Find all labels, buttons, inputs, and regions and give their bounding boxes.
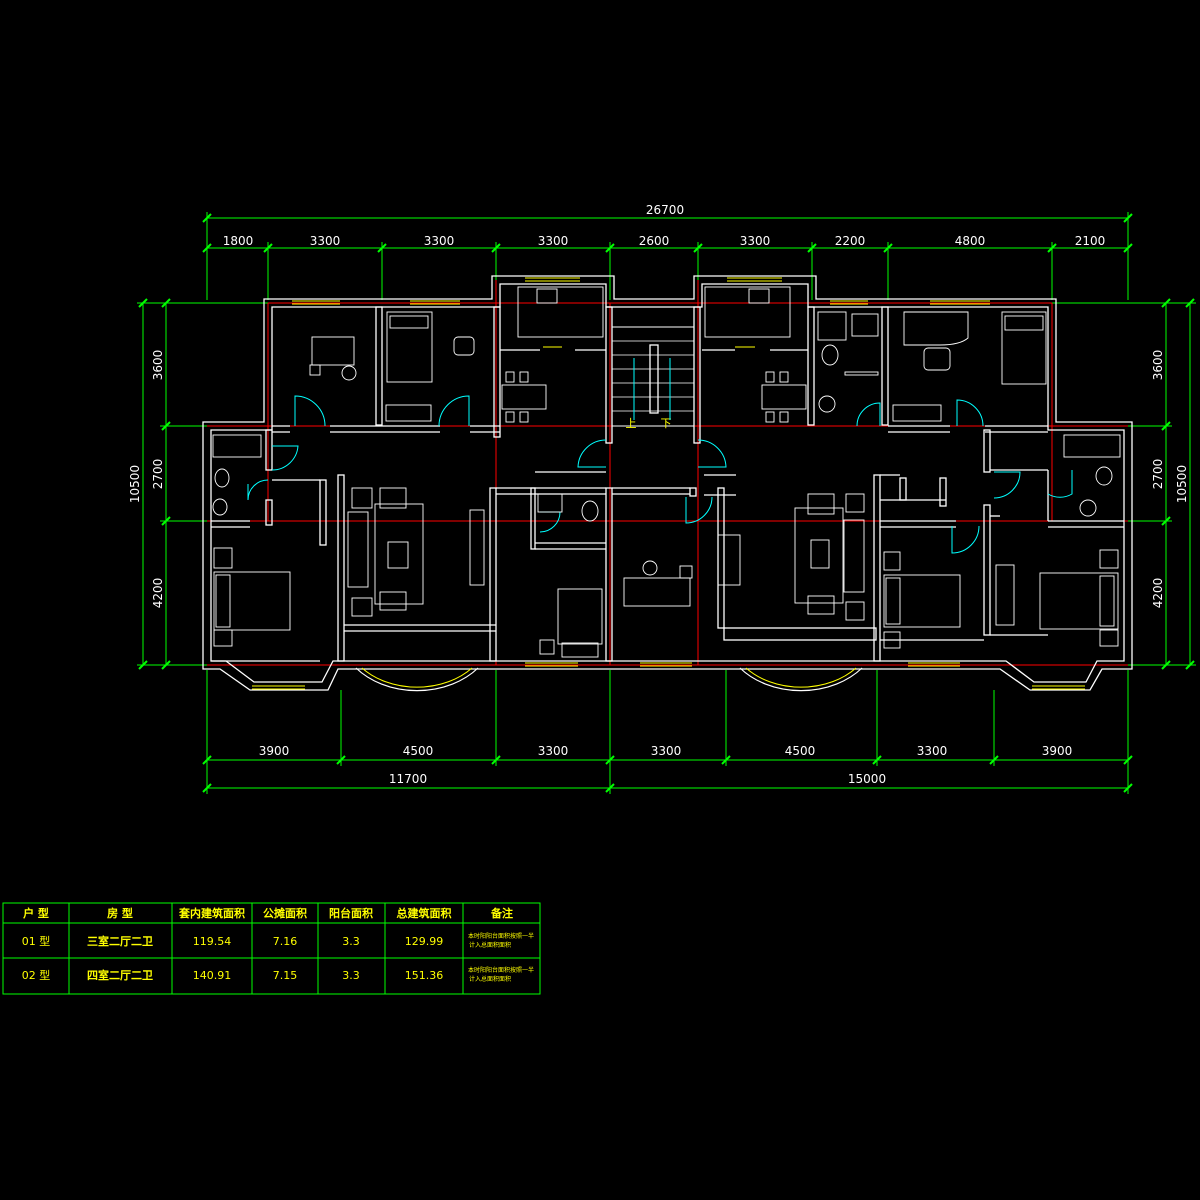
doors (247, 395, 1073, 554)
bottom-total-1: 11700 (389, 772, 427, 786)
table-header-shared: 公摊面积 (263, 906, 307, 920)
row1-note-line1: 本时阳阳台面积按照一半 (468, 932, 534, 940)
bottom-dim-2: 4500 (403, 744, 434, 758)
stair-up-label: 上 (626, 417, 637, 430)
row1-shared: 7.16 (273, 935, 298, 948)
row1-interior: 119.54 (193, 935, 232, 948)
top-dim-6: 3300 (740, 234, 771, 248)
top-dim-5: 2600 (639, 234, 670, 248)
table-header-note: 备注 (490, 906, 513, 920)
row2-unit: 02 型 (22, 968, 51, 982)
windows (252, 277, 1085, 690)
bottom-dim-3: 3300 (538, 744, 569, 758)
overall-width-label: 26700 (646, 203, 684, 217)
table-header-unit: 户 型 (23, 906, 49, 920)
right-dim-2: 2700 (1151, 459, 1165, 490)
bottom-dim-6: 3300 (917, 744, 948, 758)
row1-balcony: 3.3 (342, 935, 360, 948)
bottom-dim-7: 3900 (1042, 744, 1073, 758)
row2-layout: 四室二厅二卫 (87, 968, 153, 982)
table-header-total: 总建筑面积 (397, 906, 452, 920)
walls (202, 275, 1133, 691)
top-dim-9: 2100 (1075, 234, 1106, 248)
table-header-interior: 套内建筑面积 (179, 906, 245, 920)
bottom-dim-5: 4500 (785, 744, 816, 758)
bottom-total-2: 15000 (848, 772, 886, 786)
top-dim-3: 3300 (424, 234, 455, 248)
row1-unit: 01 型 (22, 934, 51, 948)
right-dim-1: 3600 (1151, 350, 1165, 381)
left-dim-1: 3600 (151, 350, 165, 381)
row1-layout: 三室二厅二卫 (87, 934, 153, 948)
dimension-lines: 26700 1800 3300 3300 3300 2600 3300 2200… (128, 203, 1196, 794)
row2-shared: 7.15 (273, 969, 298, 982)
right-total: 10500 (1175, 465, 1189, 503)
top-dim-1: 1800 (223, 234, 254, 248)
stair-down-label: 下 (661, 417, 672, 430)
left-dim-2: 2700 (151, 459, 165, 490)
bottom-dim-4: 3300 (651, 744, 682, 758)
stair-annotations: 上 下 (626, 358, 672, 430)
table-header-balcony: 阳台面积 (329, 906, 373, 920)
bottom-dim-1: 3900 (259, 744, 290, 758)
row2-note-line1: 本时阳阳台面积按照一半 (468, 966, 534, 974)
top-dim-8: 4800 (955, 234, 986, 248)
row1-note-line2: 计入总面积面积 (469, 941, 511, 949)
furniture (212, 286, 1121, 658)
left-dim-3: 4200 (151, 578, 165, 609)
balconies (355, 667, 863, 692)
row2-balcony: 3.3 (342, 969, 360, 982)
top-dim-2: 3300 (310, 234, 341, 248)
row2-interior: 140.91 (193, 969, 232, 982)
row2-note-line2: 计入总面积面积 (469, 975, 511, 983)
top-dim-4: 3300 (538, 234, 569, 248)
row1-total: 129.99 (405, 935, 444, 948)
table-header-layout: 房 型 (107, 906, 133, 920)
right-dim-3: 4200 (1151, 578, 1165, 609)
row2-total: 151.36 (405, 969, 444, 982)
top-dim-7: 2200 (835, 234, 866, 248)
left-total: 10500 (128, 465, 142, 503)
area-table: 户 型 房 型 套内建筑面积 公摊面积 阳台面积 总建筑面积 备注 01 型 三… (2, 902, 541, 995)
